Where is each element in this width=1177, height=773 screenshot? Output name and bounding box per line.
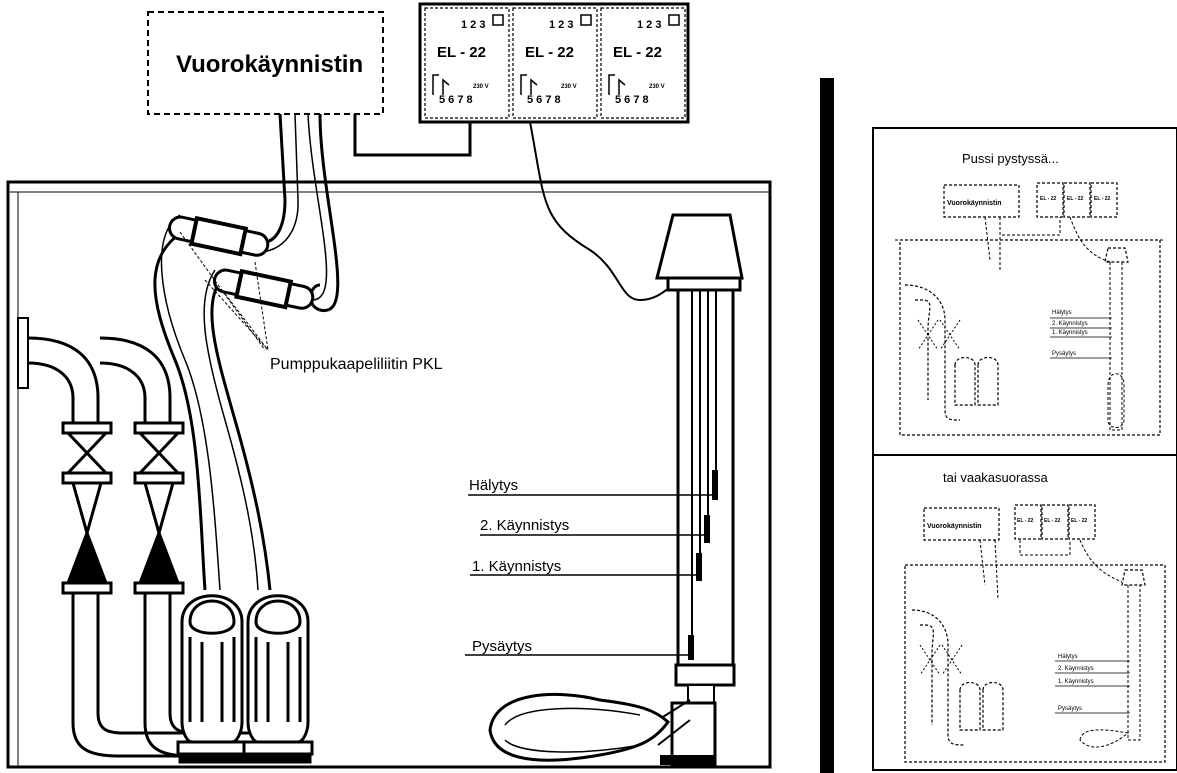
label-start1: 1. Käynnistys: [472, 558, 561, 575]
caption-horizontal: tai vaakasuorassa: [943, 470, 1049, 485]
relay-adjust-icon: [580, 14, 592, 26]
svg-text:Vuorokäynnistin: Vuorokäynnistin: [927, 523, 982, 530]
label-start2: 2. Käynnistys: [480, 517, 569, 534]
pressure-bag: [488, 692, 670, 762]
pkl-connector-lower: [212, 268, 315, 310]
relay-top-terminals: 1 2 3: [549, 19, 573, 31]
relay-contact-icon: [520, 74, 538, 95]
svg-text:EL - 22: EL - 22: [1094, 196, 1111, 202]
relay-top-terminals: 1 2 3: [637, 19, 661, 31]
relay-bottom-terminals: 5 6 7 8: [615, 94, 649, 106]
sensor-head: [655, 213, 744, 280]
svg-text:Hälytys: Hälytys: [1058, 654, 1078, 660]
panel-horizontal: tai vaakasuorassa Vuorokäynnistin EL - 2…: [872, 454, 1177, 771]
relay-unit: 1 2 3 EL - 22 230 V5 6 7 8: [512, 7, 598, 119]
pump-left: [176, 594, 248, 764]
label-stop: Pysäytys: [472, 638, 532, 655]
svg-text:Vuorokäynnistin: Vuorokäynnistin: [947, 200, 1002, 207]
svg-text:EL - 22: EL - 22: [1017, 518, 1034, 524]
relay-voltage: 230 V: [473, 84, 489, 90]
label-alarm: Hälytys: [469, 477, 518, 494]
tank: [6, 180, 772, 769]
relay-voltage: 230 V: [561, 84, 577, 90]
svg-text:Pysäytys: Pysäytys: [1058, 706, 1082, 712]
pump-cable-a: [243, 113, 287, 244]
svg-text:Hälytys: Hälytys: [1052, 310, 1072, 316]
svg-text:EL - 22: EL - 22: [1067, 196, 1084, 202]
relay-bottom-terminals: 5 6 7 8: [439, 94, 473, 106]
starter-label: Vuorokäynnistin: [176, 51, 363, 78]
relay-unit: 1 2 3 EL - 22 230 V5 6 7 8: [424, 7, 510, 119]
wall-flange: [17, 317, 29, 389]
svg-text:1. Käynnistys: 1. Käynnistys: [1052, 330, 1088, 336]
relay-adjust-icon: [668, 14, 680, 26]
relay-title: EL - 22: [437, 44, 486, 61]
svg-text:EL - 22: EL - 22: [1071, 518, 1088, 524]
relay-panel: [418, 2, 690, 124]
starter-relay-wire: [353, 114, 472, 157]
pump-cable-b: [309, 113, 340, 312]
svg-text:2. Käynnistys: 2. Käynnistys: [1058, 666, 1094, 672]
pkl-connector-upper: [167, 215, 270, 257]
relay-voltage: 230 V: [649, 84, 665, 90]
relay-title: EL - 22: [525, 44, 574, 61]
starter-box: [147, 11, 384, 115]
svg-text:Pysäytys: Pysäytys: [1052, 351, 1076, 357]
svg-text:EL - 22: EL - 22: [1044, 518, 1061, 524]
svg-text:1. Käynnistys: 1. Käynnistys: [1058, 679, 1094, 685]
connector-label: Pumppukaapeliliitin PKL: [270, 356, 443, 373]
pump-right: [242, 594, 314, 764]
relay-adjust-icon: [492, 14, 504, 26]
relay-unit: 1 2 3 EL - 22 230 V5 6 7 8: [600, 7, 686, 119]
relay-top-terminals: 1 2 3: [461, 19, 485, 31]
svg-text:2. Käynnistys: 2. Käynnistys: [1052, 321, 1088, 327]
svg-text:EL - 22: EL - 22: [1040, 196, 1057, 202]
sensor-tube: [676, 288, 735, 667]
relay-title: EL - 22: [613, 44, 662, 61]
caption-upright: Pussi pystyssä...: [962, 151, 1059, 166]
relay-contact-icon: [608, 74, 626, 95]
divider-bar: [820, 78, 834, 773]
relay-bottom-terminals: 5 6 7 8: [527, 94, 561, 106]
relay-contact-icon: [432, 74, 450, 95]
panel-upright: Pussi pystyssä... Vuorokäynnistin EL - 2…: [872, 127, 1177, 456]
